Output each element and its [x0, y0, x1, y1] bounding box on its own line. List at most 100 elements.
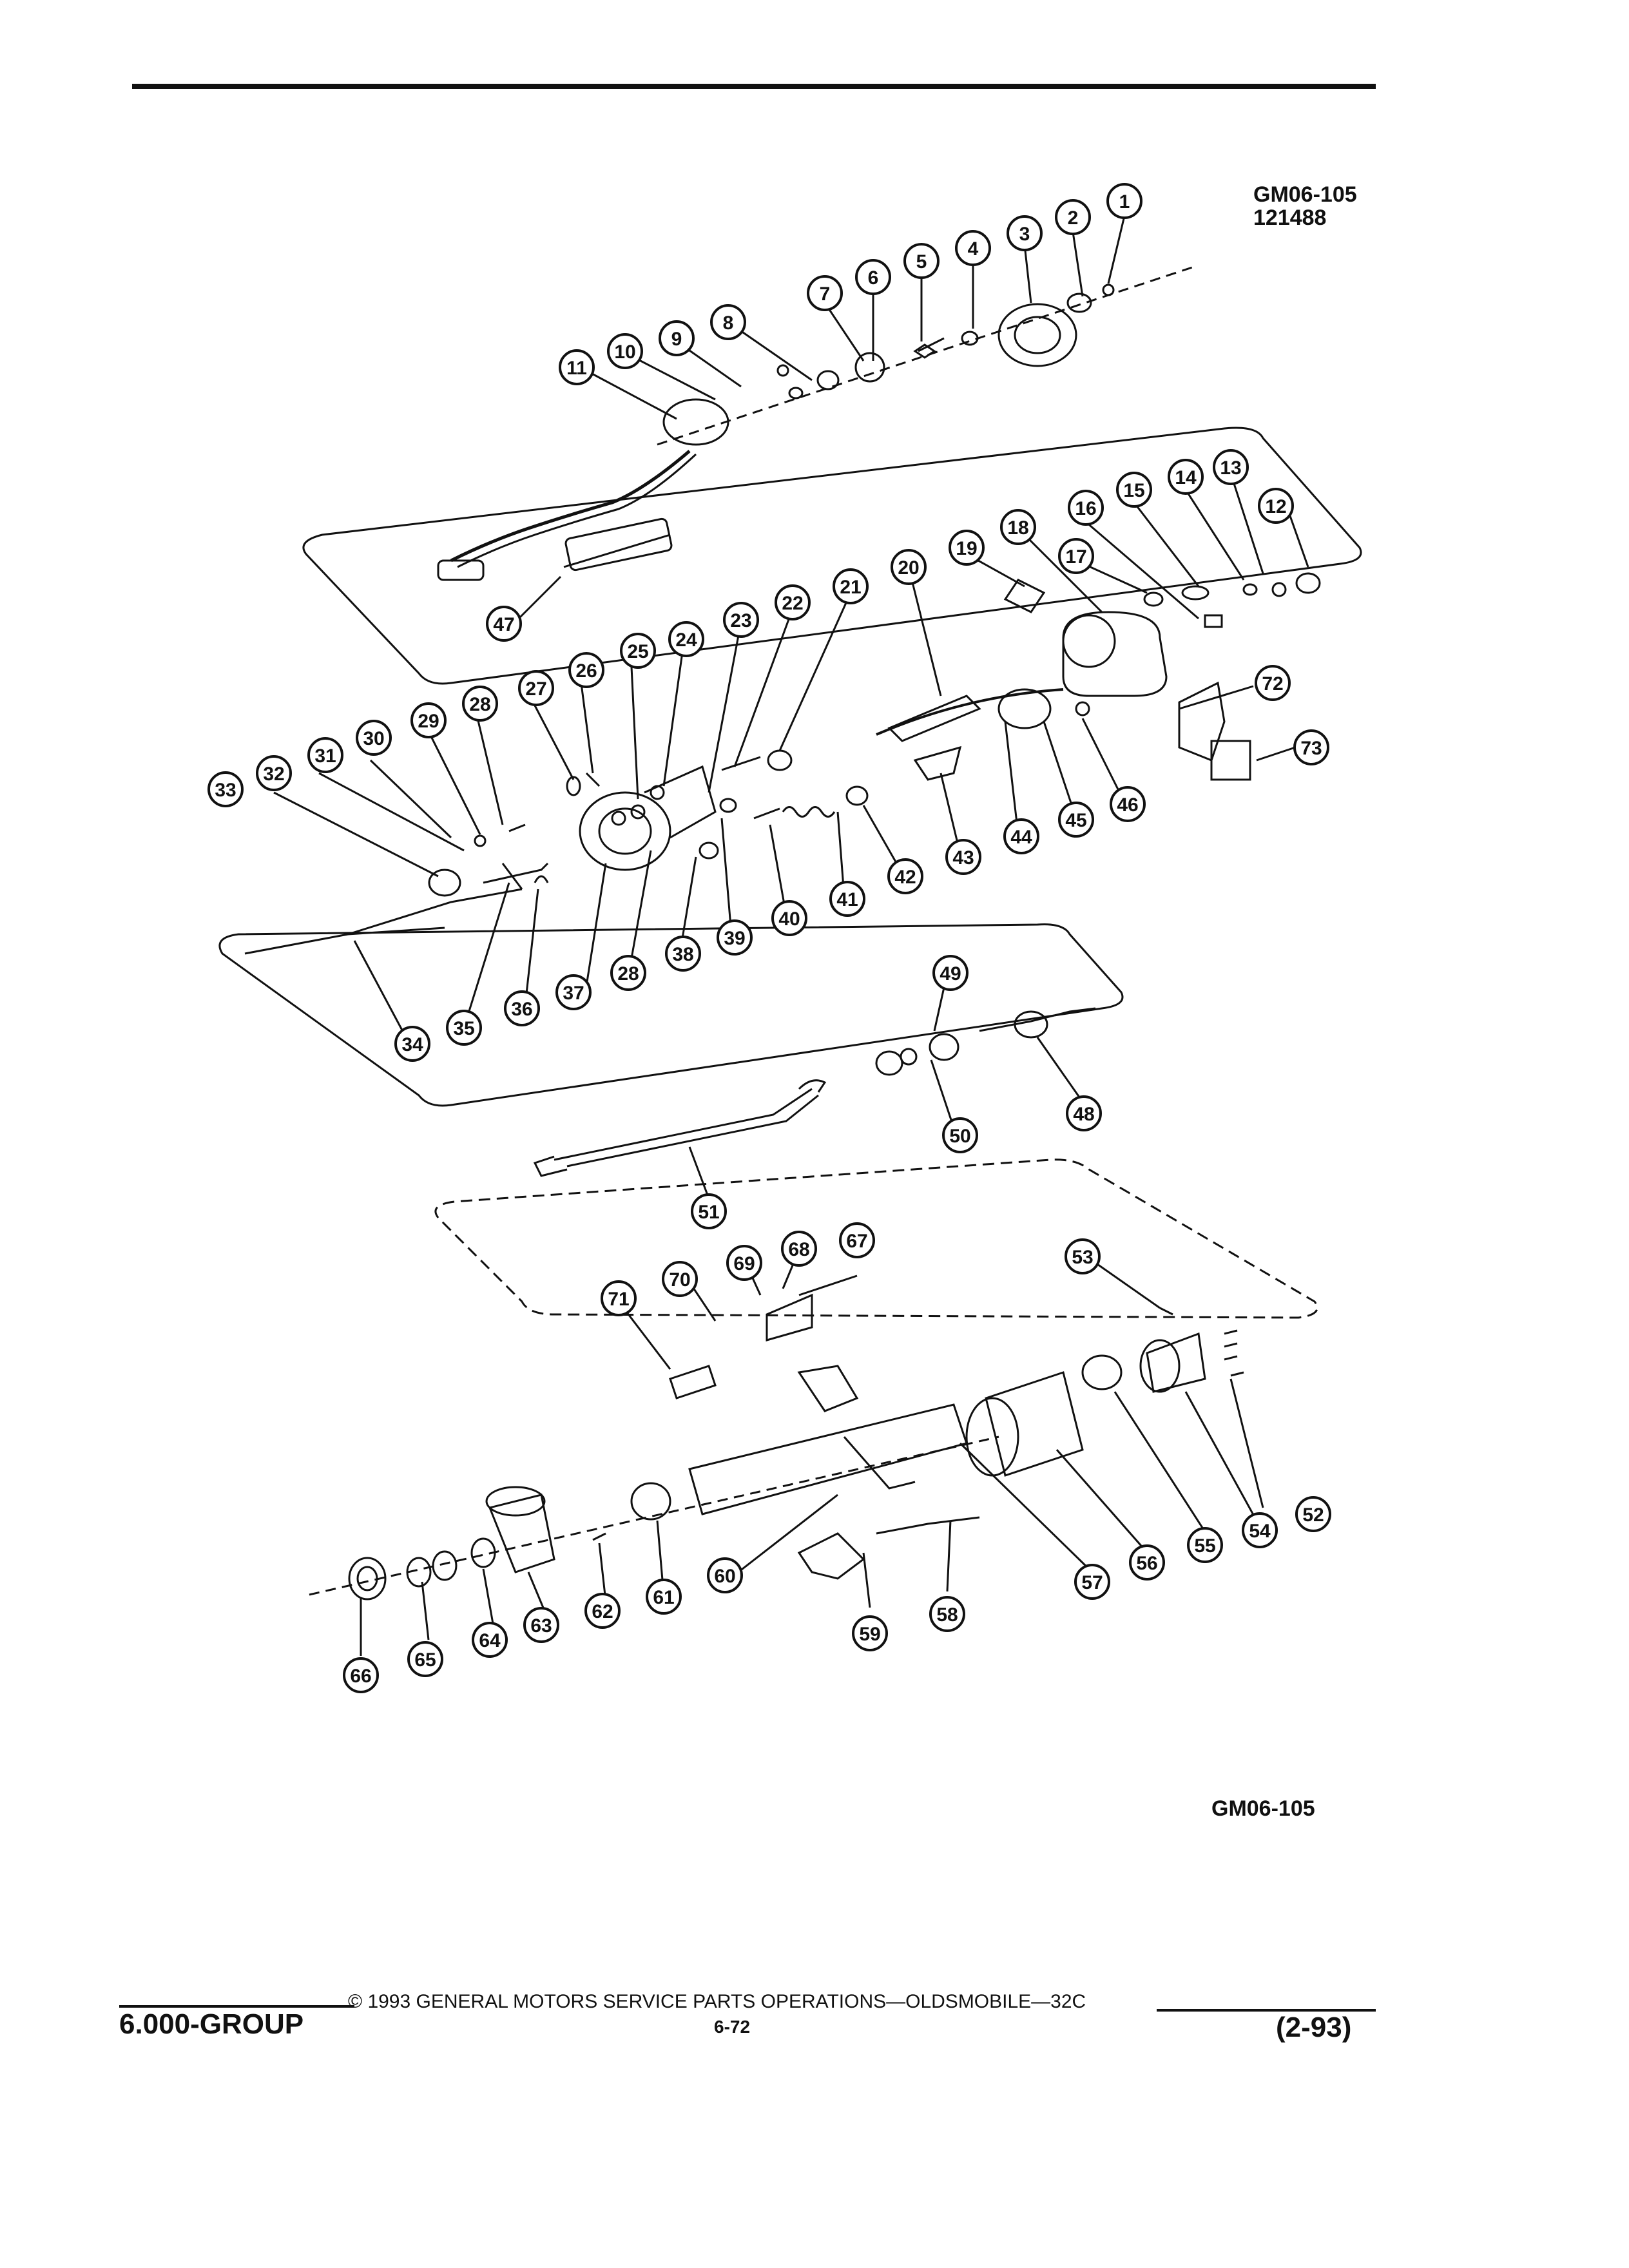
svg-text:20: 20	[898, 557, 919, 579]
callout-36: 36	[504, 990, 540, 1026]
svg-text:36: 36	[511, 999, 532, 1020]
svg-text:65: 65	[414, 1649, 436, 1671]
svg-text:18: 18	[1007, 517, 1028, 539]
svg-text:30: 30	[363, 728, 384, 749]
callout-9: 9	[659, 320, 695, 356]
svg-text:3: 3	[1019, 224, 1030, 245]
callout-51: 51	[691, 1193, 727, 1229]
callout-47: 47	[486, 606, 522, 642]
callout-27: 27	[518, 670, 554, 706]
svg-text:29: 29	[418, 711, 439, 732]
svg-text:38: 38	[672, 944, 693, 965]
callout-63: 63	[523, 1607, 559, 1643]
callout-14: 14	[1168, 459, 1204, 495]
callout-70: 70	[662, 1261, 698, 1297]
callout-29: 29	[410, 702, 447, 738]
svg-text:45: 45	[1065, 810, 1086, 831]
svg-text:34: 34	[401, 1034, 423, 1055]
svg-text:57: 57	[1081, 1572, 1103, 1593]
callout-54: 54	[1242, 1512, 1278, 1548]
svg-text:16: 16	[1075, 498, 1096, 519]
svg-text:43: 43	[952, 847, 974, 869]
callout-4: 4	[955, 230, 991, 266]
callout-25: 25	[620, 633, 656, 669]
callout-58: 58	[929, 1596, 965, 1632]
callout-71: 71	[601, 1280, 637, 1316]
callout-52: 52	[1295, 1496, 1331, 1532]
svg-text:6: 6	[868, 267, 879, 289]
svg-text:54: 54	[1249, 1521, 1271, 1542]
callout-35: 35	[446, 1010, 482, 1046]
svg-text:48: 48	[1073, 1104, 1094, 1125]
callout-68: 68	[781, 1231, 817, 1267]
svg-text:35: 35	[453, 1018, 474, 1039]
svg-text:13: 13	[1220, 457, 1241, 479]
callouts: 1 2 3 4 5 6 7 8 9 10 11 12 13 14 15 16 1…	[207, 183, 1331, 1693]
callout-41: 41	[829, 881, 865, 917]
svg-text:39: 39	[724, 928, 745, 949]
callout-38: 38	[665, 936, 701, 972]
callout-44: 44	[1003, 818, 1039, 854]
svg-text:63: 63	[530, 1615, 552, 1637]
callout-45: 45	[1058, 802, 1094, 838]
svg-text:10: 10	[614, 341, 635, 363]
callout-24: 24	[668, 621, 704, 657]
callout-50: 50	[942, 1117, 978, 1153]
svg-text:28: 28	[469, 694, 490, 715]
svg-text:22: 22	[782, 593, 803, 614]
svg-text:62: 62	[592, 1601, 613, 1622]
callout-67: 67	[839, 1222, 875, 1258]
svg-text:47: 47	[493, 614, 514, 635]
callout-31: 31	[307, 737, 343, 773]
svg-text:70: 70	[669, 1269, 690, 1291]
svg-text:17: 17	[1065, 546, 1086, 568]
callout-64: 64	[472, 1622, 508, 1658]
callout-39: 39	[717, 919, 753, 956]
callout-3: 3	[1007, 215, 1043, 251]
callout-65: 65	[407, 1641, 443, 1677]
callout-19: 19	[949, 530, 985, 566]
drawing-code: GM06-105	[1253, 182, 1357, 207]
svg-text:32: 32	[263, 764, 284, 785]
callout-22: 22	[775, 584, 811, 620]
callout-55: 55	[1187, 1527, 1223, 1563]
drawing-code-bottom: GM06-105	[1211, 1796, 1315, 1821]
callout-48: 48	[1066, 1095, 1102, 1131]
callout-8: 8	[710, 304, 746, 340]
svg-text:4: 4	[968, 238, 979, 260]
callout-2: 2	[1055, 199, 1091, 235]
svg-text:69: 69	[733, 1253, 755, 1274]
svg-text:24: 24	[675, 629, 697, 651]
callout-6: 6	[855, 259, 891, 295]
callout-69: 69	[726, 1245, 762, 1281]
svg-text:71: 71	[608, 1289, 629, 1310]
group-label: 6.000-GROUP	[119, 2008, 304, 2040]
callout-5: 5	[903, 243, 940, 279]
svg-text:68: 68	[788, 1239, 809, 1260]
svg-text:55: 55	[1194, 1535, 1215, 1557]
callout-33: 33	[207, 771, 244, 807]
callout-72: 72	[1255, 665, 1291, 701]
svg-text:50: 50	[949, 1126, 970, 1147]
svg-text:37: 37	[563, 983, 584, 1004]
svg-text:9: 9	[671, 329, 682, 350]
callout-28: 28	[462, 686, 498, 722]
svg-text:27: 27	[525, 678, 546, 700]
svg-text:59: 59	[859, 1624, 880, 1645]
date-code: (2-93)	[1276, 2012, 1352, 2043]
svg-text:21: 21	[840, 577, 861, 598]
svg-text:12: 12	[1265, 496, 1286, 517]
svg-text:25: 25	[627, 641, 648, 662]
svg-text:1: 1	[1119, 191, 1130, 213]
callout-17: 17	[1058, 538, 1094, 574]
svg-text:44: 44	[1010, 827, 1032, 848]
callout-30: 30	[356, 720, 392, 756]
svg-text:19: 19	[956, 538, 977, 559]
callout-57: 57	[1074, 1564, 1110, 1600]
svg-text:52: 52	[1302, 1504, 1324, 1526]
drawing-number: 121488	[1253, 205, 1327, 230]
svg-text:41: 41	[836, 889, 858, 910]
svg-text:40: 40	[778, 908, 800, 930]
footer-rule-left	[119, 2005, 354, 2008]
page-number: 6-72	[714, 2017, 751, 2037]
